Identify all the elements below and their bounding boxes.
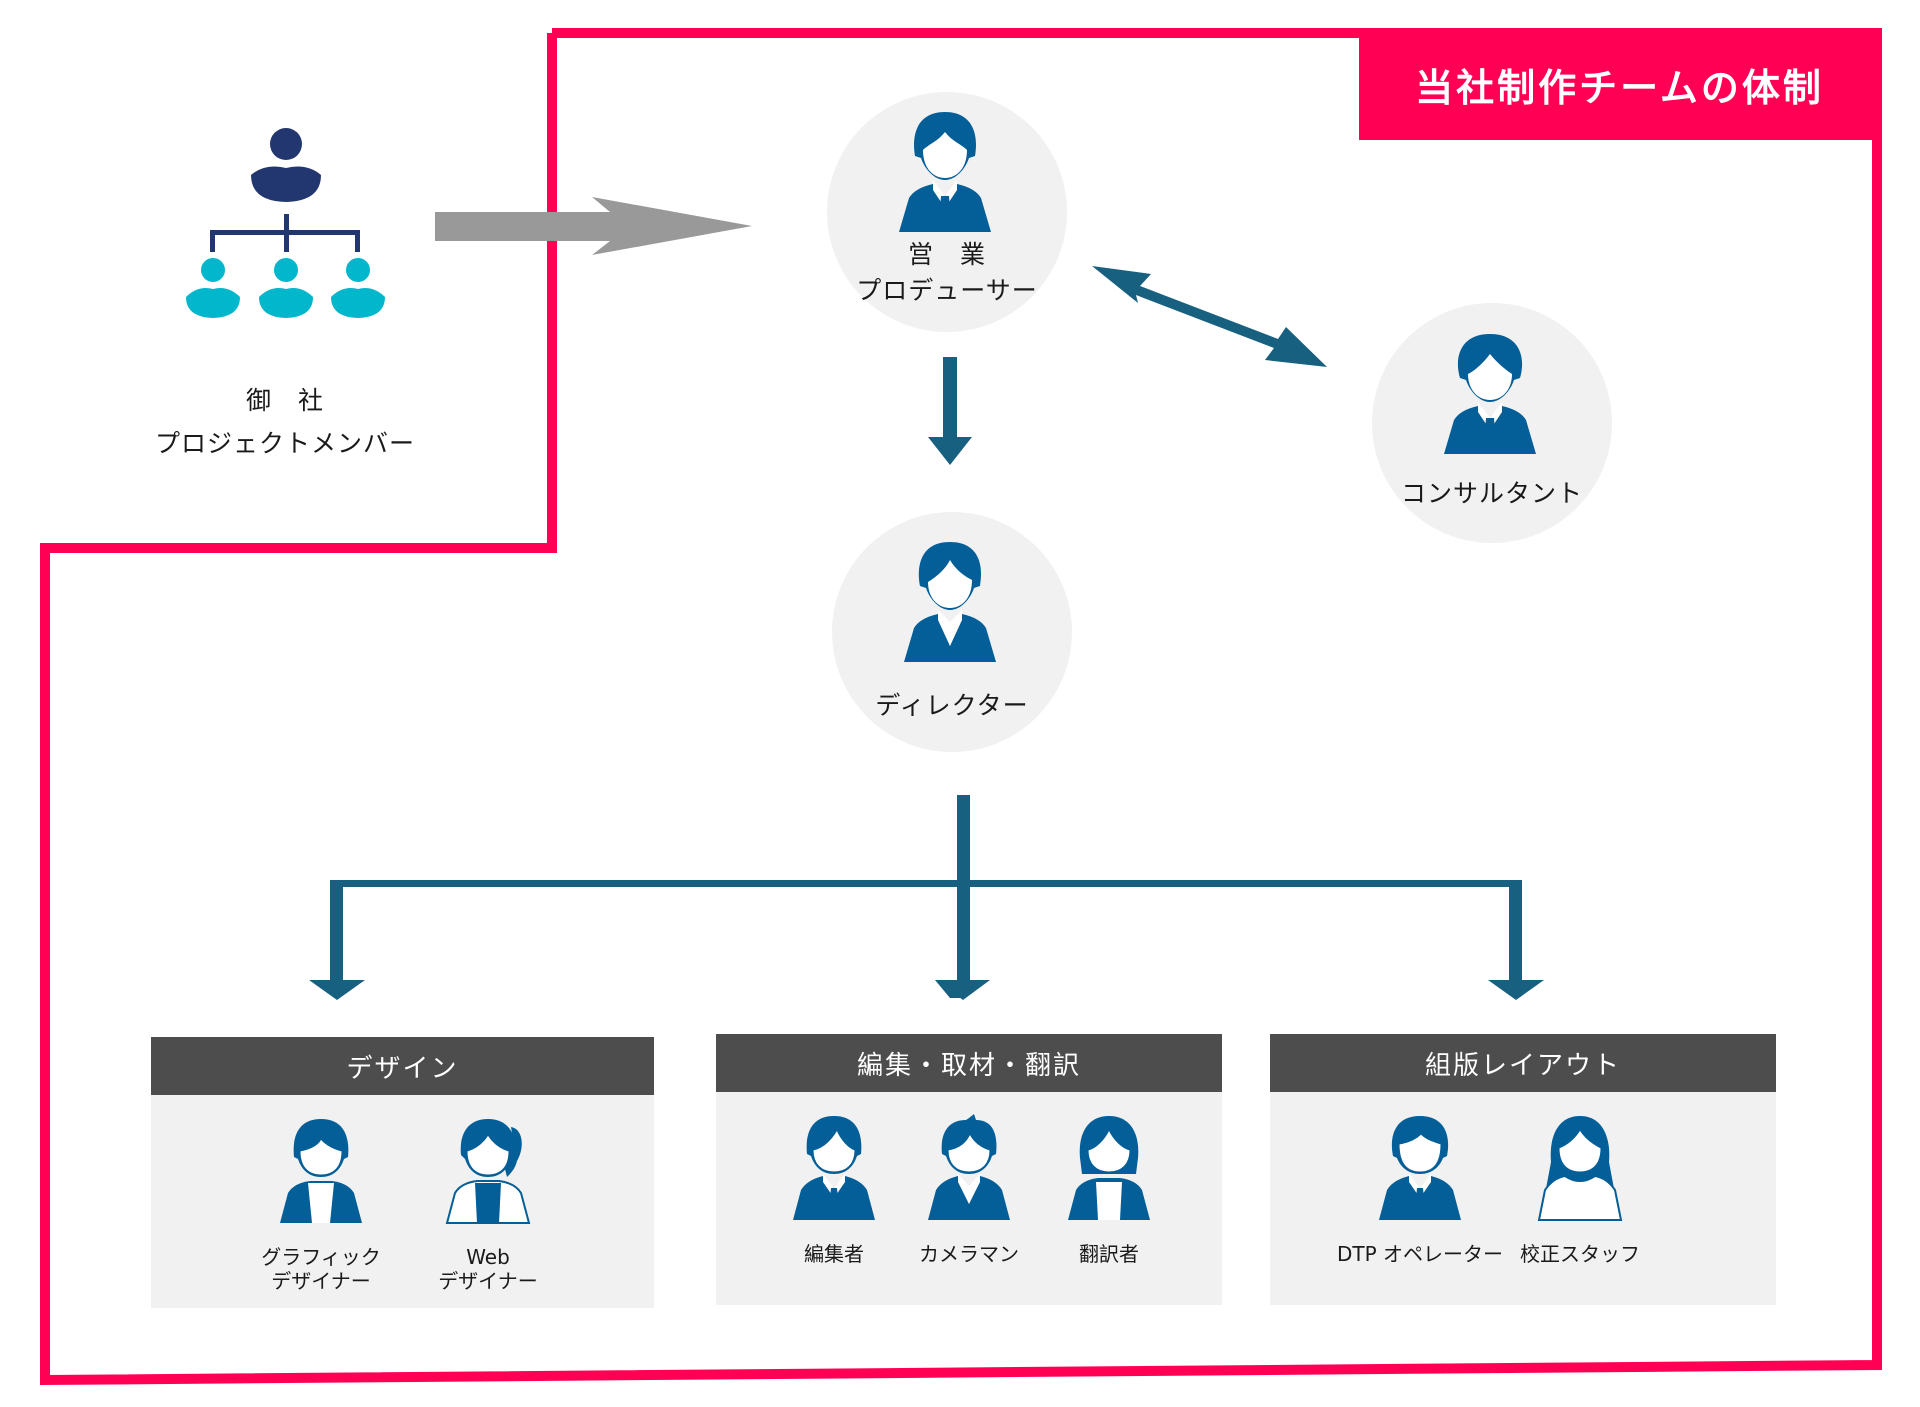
woman-long-hair-icon xyxy=(1537,1116,1623,1221)
team-header: 編集・取材・翻訳 xyxy=(716,1034,1222,1092)
businessman-icon xyxy=(793,1116,875,1220)
businessman-icon xyxy=(904,542,996,662)
member-label: カメラマン xyxy=(919,1242,1019,1266)
member-label-line2: デザイナー xyxy=(438,1269,538,1293)
member-label-line2: デザイナー xyxy=(271,1269,371,1293)
member-label: 校正スタッフ xyxy=(1520,1242,1640,1266)
client-label-line1: 御 社 xyxy=(245,386,324,415)
team-member: カメラマン xyxy=(919,1114,1019,1266)
title-badge: 当社制作チームの体制 xyxy=(1359,29,1880,140)
member-label-line1: Web xyxy=(466,1245,510,1269)
member-label-line1: グラフィック xyxy=(261,1245,381,1269)
man-open-collar-icon xyxy=(928,1114,1010,1220)
producer-label-line2: プロデューサー xyxy=(856,276,1038,306)
producer-to-director-arrow xyxy=(928,357,972,465)
team-member: DTP オペレーター xyxy=(1337,1114,1503,1266)
member-label: 翻訳者 xyxy=(1079,1242,1139,1266)
member-label: Web デザイナー xyxy=(438,1245,538,1293)
team-member: Web デザイナー xyxy=(438,1117,538,1293)
businessman-icon xyxy=(899,112,991,232)
member-label: 編集者 xyxy=(804,1242,864,1266)
team-header: デザイン xyxy=(151,1037,654,1095)
consultant-label: コンサルタント xyxy=(1400,479,1583,508)
team-box-design: デザイン グラフィック デザイナー Web デザイナー xyxy=(151,1037,654,1308)
businessman-icon xyxy=(1379,1116,1461,1220)
org-chart-icon xyxy=(186,128,385,318)
team-box-editorial: 編集・取材・翻訳 編集者 カメラマン 翻訳者 xyxy=(716,1034,1222,1305)
team-member: 校正スタッフ xyxy=(1520,1114,1640,1266)
producer-label: 営 業 プロデューサー xyxy=(827,237,1067,310)
client-to-producer-arrow xyxy=(435,197,752,255)
woman-bob-icon xyxy=(1068,1116,1150,1220)
team-member: 編集者 xyxy=(784,1114,884,1266)
person-cardigan-icon xyxy=(280,1119,362,1223)
team-box-layout: 組版レイアウト DTP オペレーター 校正スタッフ xyxy=(1270,1034,1776,1305)
woman-ponytail-icon xyxy=(445,1119,531,1224)
team-member: グラフィック デザイナー xyxy=(261,1117,381,1293)
businessman-icon xyxy=(1444,334,1536,454)
producer-label-line1: 営 業 xyxy=(907,240,986,269)
client-label: 御 社 プロジェクトメンバー xyxy=(130,380,440,465)
client-label-line2: プロジェクトメンバー xyxy=(154,428,415,458)
team-member: 翻訳者 xyxy=(1059,1114,1159,1266)
member-label: DTP オペレーター xyxy=(1336,1242,1504,1266)
team-header: 組版レイアウト xyxy=(1270,1034,1776,1092)
member-label: グラフィック デザイナー xyxy=(261,1245,381,1293)
producer-consultant-double-arrow xyxy=(1092,266,1327,367)
director-label: ディレクター xyxy=(875,691,1029,720)
